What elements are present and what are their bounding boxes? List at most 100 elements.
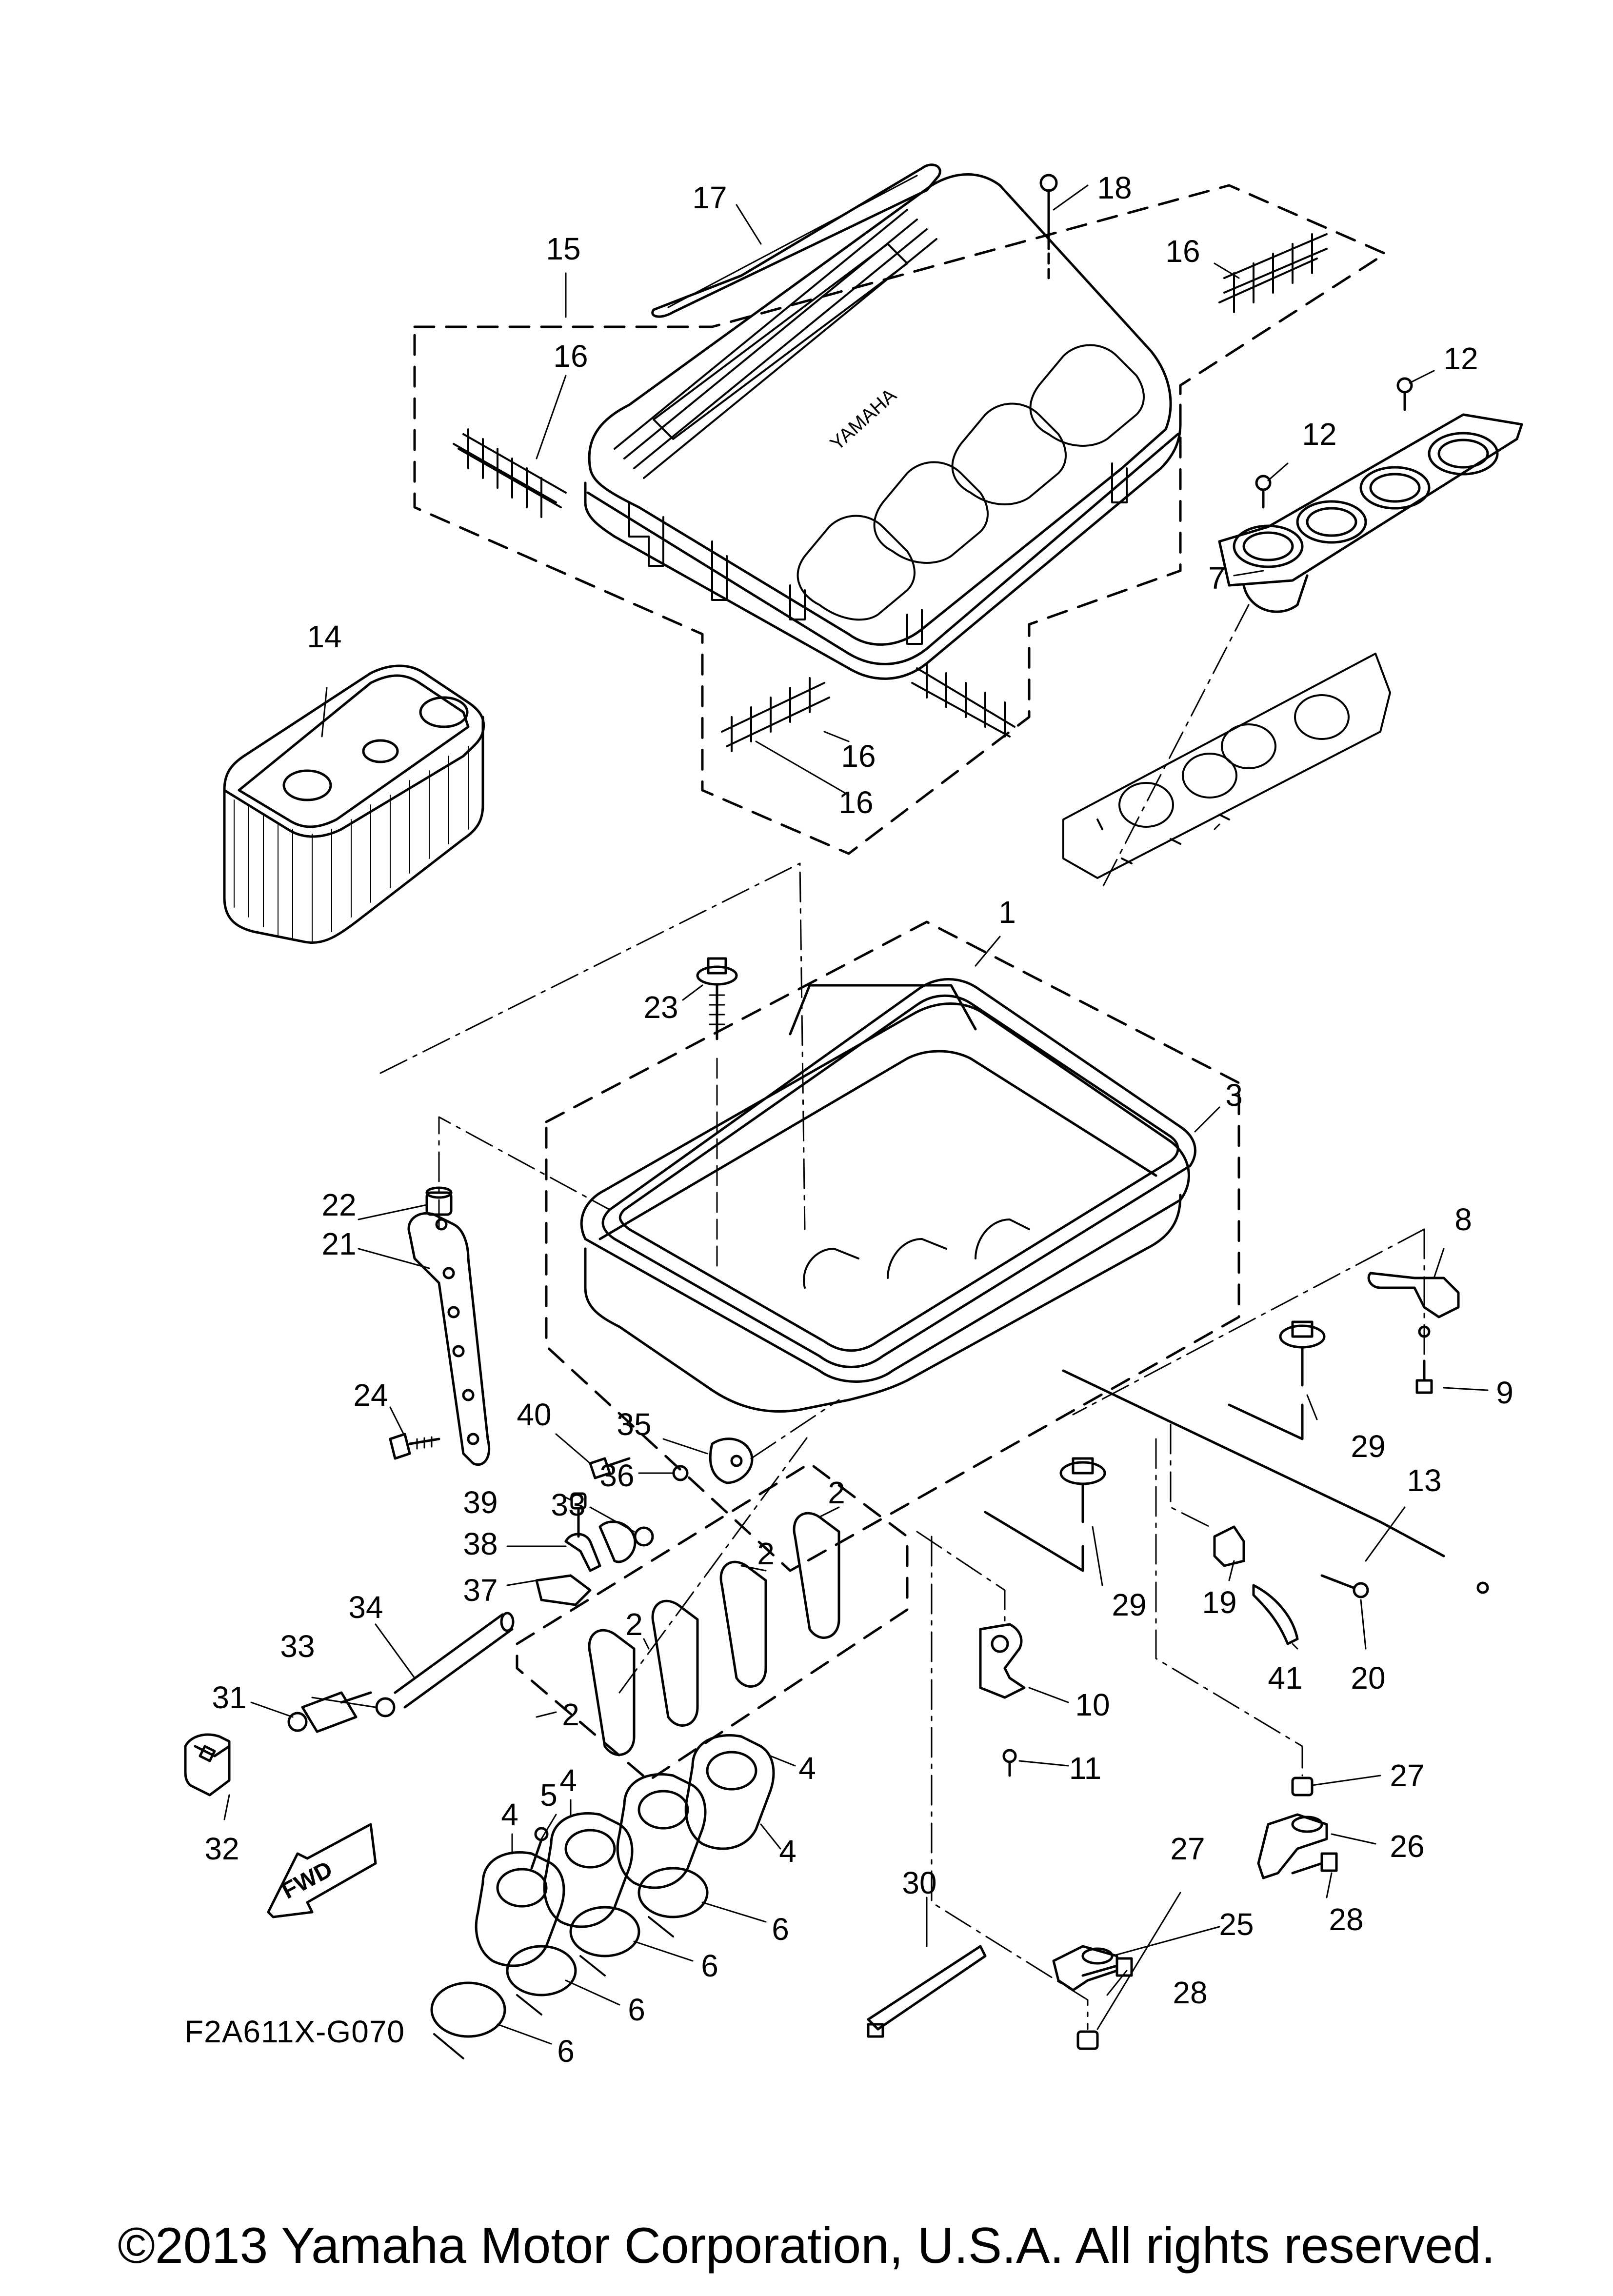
collar-22	[425, 1186, 453, 1216]
callout-16: 16	[553, 339, 588, 374]
bolt-28-a	[1081, 1957, 1133, 1977]
callout-12: 12	[1302, 417, 1337, 452]
band-30	[867, 1945, 987, 2038]
air-filter-case-1	[545, 920, 1240, 1572]
throttle-body	[1062, 653, 1391, 879]
bolt-23	[696, 957, 738, 1040]
callout-13: 13	[1407, 1463, 1442, 1498]
callout-28: 28	[1329, 1902, 1364, 1937]
air-cover-ribs	[614, 209, 937, 479]
callout-6: 6	[701, 1948, 718, 1983]
callout-20: 20	[1351, 1660, 1386, 1696]
callout-41: 41	[1268, 1660, 1303, 1696]
callout-35: 35	[617, 1407, 652, 1442]
clip-16-bottom-left	[721, 677, 830, 752]
screw-20	[1320, 1574, 1369, 1598]
screw-11	[1002, 1749, 1017, 1777]
centerline-8	[1072, 1228, 1425, 1416]
callout-12: 12	[1443, 341, 1478, 376]
callout-33: 33	[280, 1629, 315, 1664]
callout-32: 32	[204, 1831, 239, 1866]
air-cover-tabs	[628, 462, 1128, 645]
callout-6: 6	[557, 2034, 575, 2069]
callout-31: 31	[212, 1680, 247, 1715]
bolt-5	[530, 1827, 549, 1870]
callout-26: 26	[1390, 1829, 1425, 1864]
copyright-notice: ©2013 Yamaha Motor Corporation, U.S.A. A…	[118, 2217, 1495, 2274]
callout-2: 2	[757, 1536, 775, 1571]
callout-36: 36	[599, 1458, 635, 1493]
callout-19: 19	[1202, 1585, 1237, 1620]
callout-8: 8	[1454, 1202, 1472, 1237]
fwd-arrow-icon	[267, 1823, 377, 1918]
air-cover-assembly	[413, 173, 1387, 855]
callout-2: 2	[625, 1607, 643, 1642]
callout-4: 4	[798, 1751, 816, 1786]
cable-13	[1062, 1369, 1489, 1594]
callout-30: 30	[902, 1865, 937, 1900]
callout-33: 33	[551, 1487, 586, 1522]
callout-1: 1	[998, 895, 1016, 930]
callout-29: 29	[1112, 1587, 1147, 1622]
centerline-14-case	[379, 862, 806, 1230]
callout-27: 27	[1390, 1758, 1425, 1793]
callout-24: 24	[353, 1378, 388, 1413]
callout-16: 16	[838, 785, 874, 820]
centerline-35	[750, 1399, 840, 1459]
diagram-code: F2A611X-G070	[184, 2014, 405, 2049]
callout-14: 14	[307, 619, 342, 654]
centerline-19	[1170, 1423, 1211, 1528]
callout-11: 11	[1069, 1751, 1102, 1786]
callout-3: 3	[1225, 1078, 1243, 1113]
air-cover	[588, 173, 1172, 646]
callout-22: 22	[321, 1187, 357, 1222]
callout-10: 10	[1075, 1687, 1110, 1722]
callout-21: 21	[321, 1226, 357, 1261]
callout-16: 16	[1165, 234, 1200, 269]
bracket-8	[1367, 1272, 1460, 1338]
screw-39	[570, 1492, 587, 1538]
screw-18	[1039, 174, 1058, 280]
collar-27-b	[1291, 1777, 1314, 1797]
screw-12-b	[1396, 377, 1413, 411]
bolt-40	[589, 1457, 631, 1479]
centerline-7	[1101, 604, 1250, 889]
centerline-27b	[1155, 1438, 1303, 1777]
air-filter-element-14	[223, 664, 485, 944]
screw-12-a	[1255, 475, 1272, 509]
callout-23: 23	[643, 990, 678, 1025]
clip-33-b	[375, 1697, 396, 1717]
clip-16-left	[453, 428, 567, 518]
bolt-28-b	[1291, 1852, 1338, 1875]
centerline-2	[618, 1433, 811, 1694]
callout-2: 2	[828, 1475, 845, 1510]
centerline-27a	[931, 1536, 1089, 2030]
bolt-29-a	[1228, 1320, 1326, 1440]
callout-7: 7	[1208, 560, 1226, 596]
hose-34	[394, 1612, 515, 1709]
callout-39: 39	[463, 1485, 498, 1520]
stay-26	[1257, 1813, 1328, 1879]
leader-lines	[223, 184, 1489, 2045]
cap-32	[184, 1733, 231, 1797]
callout-17: 17	[692, 180, 727, 215]
joint-37-bracket	[535, 1520, 637, 1606]
emblem-17	[651, 163, 941, 318]
group-outline-15	[413, 184, 1387, 855]
callout-16: 16	[841, 739, 876, 774]
bolt-29-b	[984, 1457, 1106, 1572]
air-cover-rim	[584, 403, 1182, 680]
joints-2	[516, 1462, 909, 1782]
air-cover-ovals	[797, 344, 1145, 621]
sensor-31	[287, 1691, 372, 1733]
bracket-10	[979, 1623, 1026, 1699]
joint-35	[709, 1437, 754, 1484]
callout-6: 6	[628, 1992, 645, 2027]
intake-joints-4	[475, 1734, 775, 1967]
callout-28: 28	[1173, 1975, 1208, 2010]
band-41	[1252, 1584, 1299, 1645]
funnel-assembly-7	[1218, 413, 1523, 613]
callout-5: 5	[540, 1777, 558, 1813]
collar-27-a	[1076, 2030, 1099, 2050]
